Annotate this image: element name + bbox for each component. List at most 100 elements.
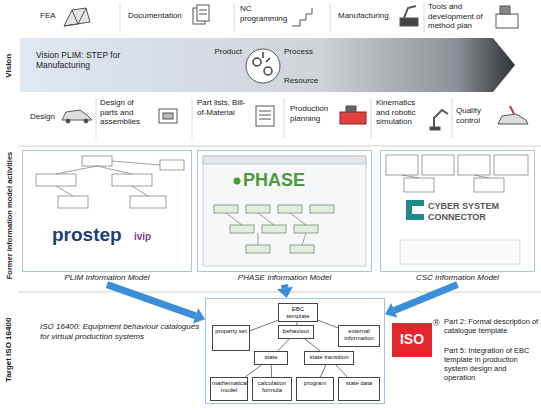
chevron-shape: [20, 38, 515, 92]
uml-class-box: EBC template: [278, 303, 318, 322]
text-label: Part 5: Integration of EBC template in p…: [444, 346, 539, 382]
chevron-fill: [20, 38, 515, 92]
process-icon: [496, 14, 518, 28]
divider-line: [120, 3, 121, 32]
model-thumbnail: [58, 196, 88, 208]
association-stroke: [318, 320, 338, 328]
process-icon: [66, 119, 70, 123]
panel-caption: CSC Information Model: [381, 273, 534, 283]
association-line: [245, 365, 261, 377]
association-line: [320, 365, 325, 377]
arrow-shaft: [393, 281, 459, 313]
text-label: PHASE: [243, 171, 323, 189]
model-thumbnail: [112, 174, 152, 186]
model-thumbnail: [246, 245, 270, 253]
model-thumbnail: [226, 213, 306, 245]
flow-arrow: [277, 284, 293, 298]
association-stroke: [320, 365, 325, 377]
uml-class-box: state transition: [304, 351, 354, 365]
process-icon: [62, 110, 92, 120]
divider-line: [330, 3, 331, 32]
target-box: EBC template property set behaviour externa…: [205, 298, 385, 404]
class-name: state: [256, 354, 286, 361]
uml-class-box: property set: [212, 325, 250, 351]
text-label: Part lists, Bill-of-Material: [197, 98, 253, 117]
model-thumbnail: [160, 160, 184, 170]
uml-class-box: program: [296, 377, 334, 401]
association-stroke: [305, 339, 320, 351]
model-thumbnail: [230, 225, 254, 233]
section-label: Vision: [4, 36, 14, 96]
model-thumbnail: [262, 225, 286, 233]
class-name: behaviour: [280, 328, 312, 335]
text-label: NC programming: [240, 4, 290, 23]
class-name: property set: [214, 328, 248, 335]
text-label: ivip: [134, 231, 164, 243]
divider-line: [371, 98, 372, 138]
association-stroke: [245, 365, 261, 377]
arrow-head: [277, 287, 293, 298]
text-label: ISO 16400: Equipment behaviour catalogue…: [40, 322, 200, 341]
class-name: program: [298, 380, 332, 387]
process-icon: [340, 112, 366, 124]
model-thumbnail: [294, 225, 318, 233]
logo-mark: [406, 200, 424, 220]
divider-line: [424, 3, 425, 32]
model-thumbnail: [494, 155, 528, 175]
panel-caption: PHASE Information Model: [198, 273, 371, 283]
process-icon: [256, 106, 274, 126]
uml-class-box: external information: [338, 325, 380, 347]
class-name: EBC template: [280, 306, 316, 319]
arrow-head: [385, 303, 397, 318]
model-panel: PHASE Information Model: [197, 150, 372, 272]
text-label: Design of parts and assemblies: [100, 98, 152, 127]
divider-line: [234, 3, 235, 32]
association-line: [250, 320, 278, 331]
model-thumbnail: [458, 155, 490, 175]
process-icon: [346, 106, 356, 112]
panel-caption: PLIM Information Model: [23, 273, 191, 283]
association-stroke: [278, 339, 290, 351]
text-label: Product: [208, 47, 242, 57]
logo-mark: [234, 178, 433, 358]
text-label: Production planning: [290, 104, 338, 123]
process-icon: [64, 8, 90, 26]
process-icon: [163, 113, 173, 119]
logo-mark: [234, 178, 241, 185]
process-icon: [498, 114, 528, 124]
association-line: [278, 339, 290, 351]
divider-line: [96, 98, 97, 138]
process-icon: [434, 110, 448, 128]
class-name: mathematical model: [212, 380, 246, 393]
association-stroke: [271, 365, 272, 377]
logo-mark: [392, 323, 432, 357]
section-label: Target ISO 16400: [4, 300, 14, 400]
process-icon: [400, 18, 418, 26]
separator-line: [18, 146, 541, 292]
text-label: Design: [30, 112, 58, 122]
model-thumbnail: [290, 245, 314, 253]
vision-arrow-band: Vision PLIM: STEP for Manufacturing: [20, 38, 515, 92]
model-thumbnail: [246, 205, 270, 213]
model-thumbnail: [82, 156, 112, 166]
model-thumbnail: [203, 156, 366, 164]
gear-circle: [246, 49, 280, 83]
class-name: state data: [340, 380, 378, 387]
text-label: FEA: [40, 11, 62, 21]
separator-line: [18, 292, 541, 293]
process-icon: [259, 119, 271, 120]
flow-arrow: [385, 281, 459, 317]
model-thumbnail: [386, 155, 418, 175]
text-label: Resource: [284, 76, 324, 86]
process-icon: [292, 8, 312, 26]
text-label: ®: [433, 318, 443, 329]
divider-line: [192, 98, 193, 138]
process-icon: [197, 5, 209, 21]
uml-class-box: state data: [338, 377, 380, 401]
divider-line: [452, 98, 453, 138]
model-thumbnail: [422, 155, 454, 175]
text-label: prostep: [52, 225, 134, 244]
arrow-head: [193, 308, 205, 323]
text-label: ISO: [392, 332, 432, 346]
model-thumbnail: [278, 205, 302, 213]
